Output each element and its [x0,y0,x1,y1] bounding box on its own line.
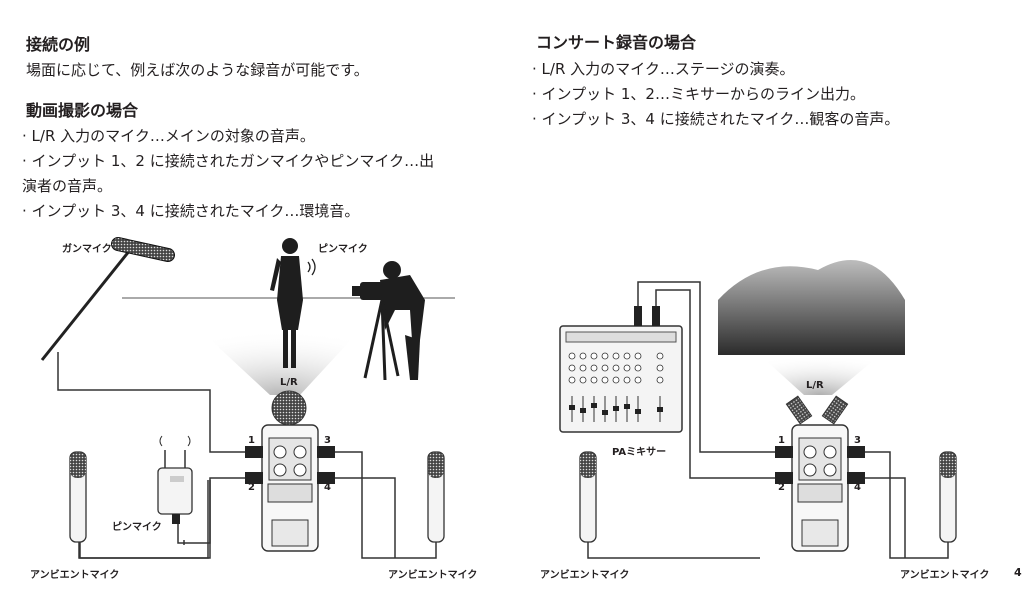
ambient-mic-label-right-right: アンビエントマイク [900,570,990,581]
pin-mic-transmitter-icon [157,435,193,524]
input-1-label: 1 [248,435,255,446]
concert-bullet-3: · インプット 3、4 に接続されたマイク…観客の音声。 [532,110,900,128]
pa-mixer-icon [559,306,683,433]
intro-text: 場面に応じて、例えば次のような録音が可能です。 [26,61,369,79]
ambient-mic-label-right-left: アンビエントマイク [540,570,630,581]
input-3-label-right: 3 [854,435,861,446]
page-number: 4 [1014,566,1022,579]
presenter-silhouette [270,238,303,368]
pickup-cone [200,330,360,395]
video-recording-heading: 動画撮影の場合 [26,101,139,120]
input-2-label-right: 2 [778,482,785,493]
lr-label-right: L/R [806,380,824,391]
section-heading: 接続の例 [26,35,91,54]
video-bullet-3: · インプット 3、4 に接続されたマイク…環境音。 [22,202,360,220]
ambient-mic-left-icon [69,451,87,543]
crowd-silhouette [718,260,905,355]
cable-input-1 [57,352,245,453]
recorder-right-icon [775,395,865,552]
recorder-left-icon [245,390,335,552]
input-2-label: 2 [248,482,255,493]
input-3-label: 3 [324,435,331,446]
gun-mic-label: ガンマイク [62,244,112,255]
input-4-label-right: 4 [854,482,861,493]
cable-input-2 [79,477,245,559]
camera-operator-silhouette [352,261,425,381]
cable-input-4 [335,477,396,558]
video-bullet-2: · インプット 1、2 に接続されたガンマイクやピンマイク…出 [22,152,435,170]
input-1-label-right: 1 [778,435,785,446]
lr-label-left: L/R [280,377,298,388]
concert-bullet-2: · インプット 1、2…ミキサーからのライン出力。 [532,85,865,103]
pa-mixer-label: PAミキサー [612,447,667,458]
ambient-mic-right-right-icon [939,451,957,543]
cable-input-3b [335,451,437,559]
concert-recording-heading: コンサート録音の場合 [536,33,697,52]
ambient-mic-label-right: アンビエントマイク [388,570,478,581]
video-bullet-1: · L/R 入力のマイク…メインの対象の音声。 [22,127,315,145]
ambient-mic-right-icon [427,451,445,543]
stage-pickup-cone [760,355,880,395]
pin-mic-label-top: ピンマイク [318,244,368,255]
video-bullet-2-cont: 演者の音声。 [22,177,113,195]
gun-mic-icon [40,237,175,361]
pin-mic-label-bottom: ピンマイク [112,522,162,533]
ambient-mic-label-left: アンビエントマイク [30,570,120,581]
input-4-label: 4 [324,482,331,493]
ambient-mic-right-left-icon [579,451,597,543]
concert-bullet-1: · L/R 入力のマイク…ステージの演奏。 [532,60,795,78]
